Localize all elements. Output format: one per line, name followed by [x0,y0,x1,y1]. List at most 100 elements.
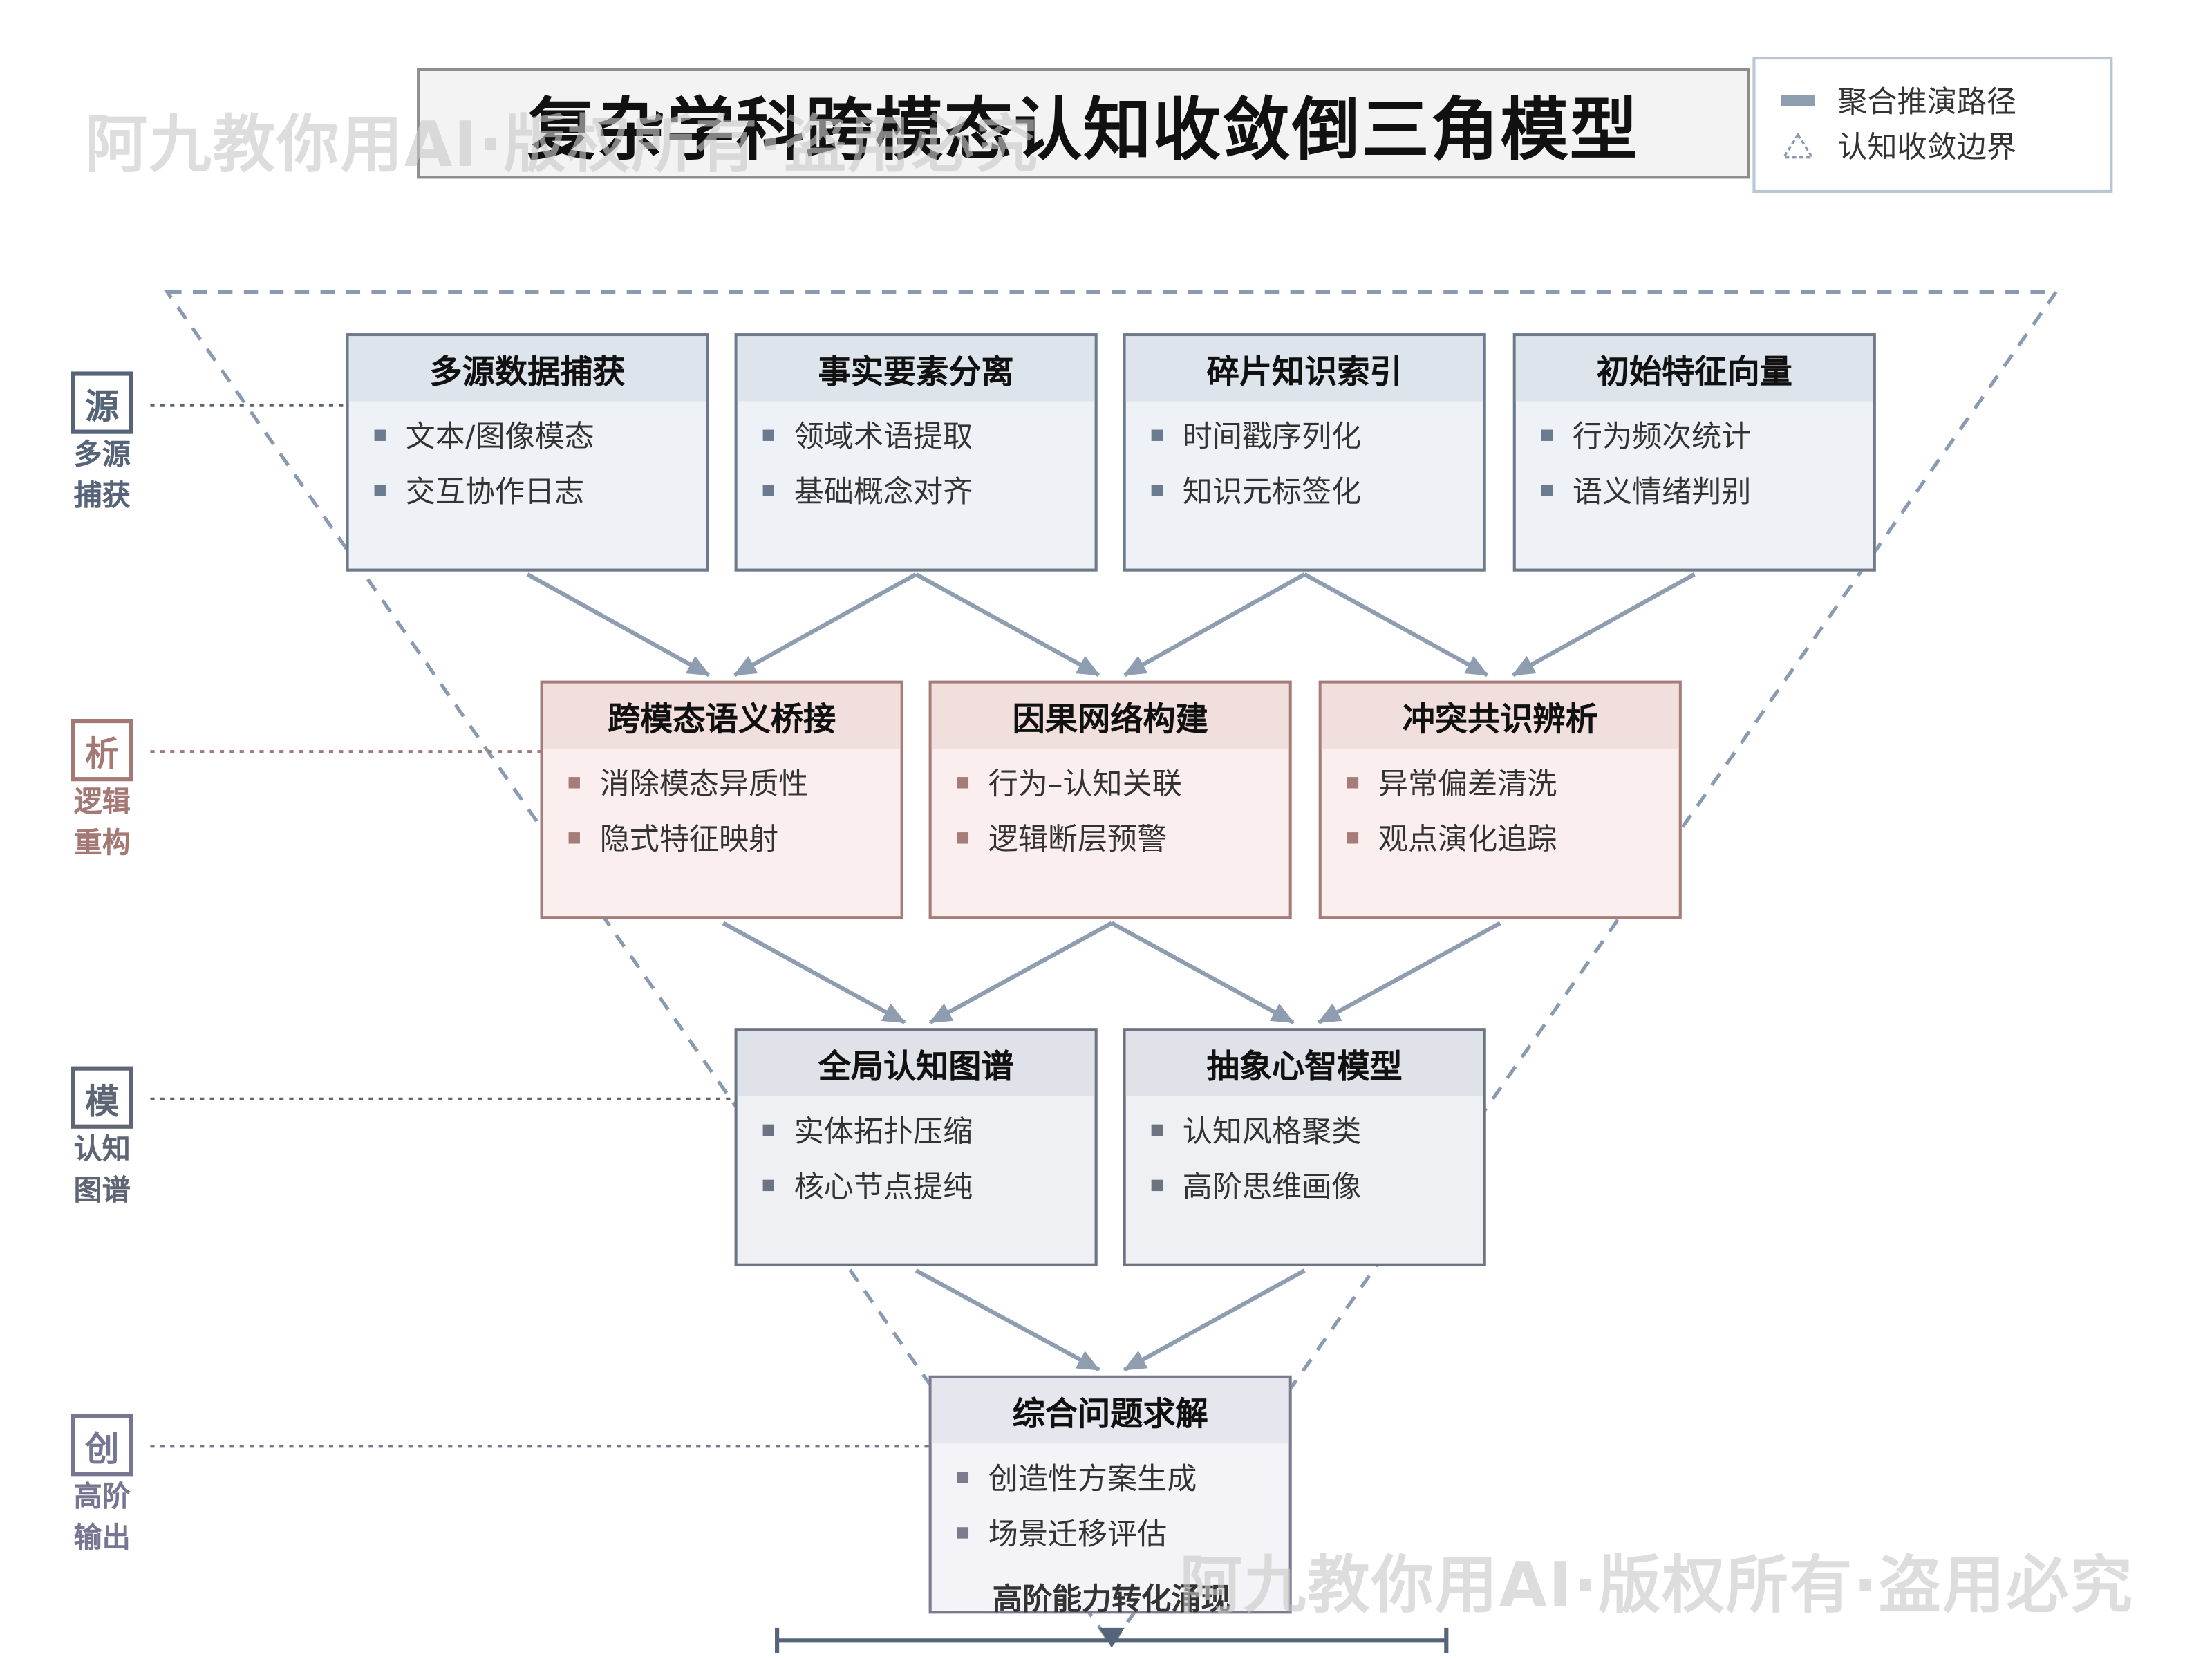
node-item-text: 领域术语提取 [794,419,973,453]
bullet-icon [762,484,774,496]
node-item-text: 基础概念对齐 [794,474,973,509]
arrow-path [1303,572,1489,677]
node-item: 逻辑断层预警 [957,809,1289,865]
node-item-text: 认知风格聚类 [1182,1114,1362,1148]
stage-caption: 认知图谱 [73,1131,131,1207]
node-item: 异常偏差清洗 [1347,754,1679,809]
page-title: 复杂学科跨模态认知收敛倒三角模型 [527,91,1640,171]
arrow-path [526,572,711,677]
node-box: 因果网络构建 行为–认知关联 逻辑断层预警 [928,680,1292,919]
bullet-icon [1151,484,1163,496]
bullet-icon [568,776,580,788]
bullet-icon [1151,429,1163,440]
stage-caption: 逻辑重构 [73,784,131,860]
node-title: 综合问题求解 [931,1378,1289,1444]
node-box: 事实要素分离 领域术语提取 基础概念对齐 [734,333,1098,572]
node-item-text: 高阶思维画像 [1182,1169,1362,1203]
node-title: 全局认知图谱 [737,1031,1095,1096]
node-box: 综合问题求解 创造性方案生成 场景迁移评估 [928,1375,1292,1614]
arrow-path [915,1268,1100,1372]
arrow-path [1123,1268,1306,1372]
stage-label-source: 源 多源捕获 [68,371,135,516]
node-title: 因果网络构建 [931,683,1289,749]
node-box: 抽象心智模型 认知风格聚类 高阶思维画像 [1123,1028,1486,1266]
bullet-icon [1151,1179,1163,1191]
node-box: 初始特征向量 行为频次统计 语义情绪判别 [1512,333,1876,572]
bullet-icon [762,1179,774,1191]
stage-caption: 多源捕获 [73,436,131,512]
node-item: 时间戳序列化 [1151,407,1483,462]
arrow-path [1123,572,1306,677]
solid-bar-icon [1781,82,1815,119]
stage-label-create: 创 高阶输出 [68,1414,135,1558]
stage-label-analysis: 析 逻辑重构 [68,718,135,863]
node-item-text: 交互协作日志 [405,474,585,509]
bullet-icon [957,1471,969,1483]
node-item-text: 消除模态异质性 [599,766,809,800]
bullet-icon [957,1526,969,1538]
bullet-icon [1347,776,1359,788]
node-item-text: 时间戳序列化 [1182,419,1362,453]
dashed-triangle-icon [1781,128,1815,165]
bullet-icon [374,484,386,496]
node-item: 高阶思维画像 [1151,1157,1483,1212]
legend-label: 认知收敛边界 [1837,130,2016,165]
bullet-icon [1541,484,1553,496]
node-item-text: 语义情绪判别 [1572,474,1752,509]
stage-badge: 创 [71,1414,133,1477]
node-item-text: 实体拓扑压缩 [794,1114,973,1148]
node-item-text: 核心节点提纯 [794,1169,973,1203]
legend-item-path: 聚合推演路径 [1781,79,2016,122]
node-box: 碎片知识索引 时间戳序列化 知识元标签化 [1123,333,1486,572]
node-item: 核心节点提纯 [762,1157,1095,1212]
node-item: 领域术语提取 [762,407,1095,462]
node-item-text: 观点演化追踪 [1378,821,1557,856]
arrow-path [1110,921,1295,1024]
arrow-path [722,921,906,1024]
arrow-path [1511,572,1696,677]
legend-label: 聚合推演路径 [1837,85,2016,120]
bullet-icon [568,832,580,843]
output-arrow-tip [1098,1627,1125,1648]
aggregation-arrows [526,572,1696,1372]
bullet-icon [1347,832,1359,843]
bullet-icon [957,832,969,843]
bullet-icon [374,429,386,440]
bullet-icon [1541,429,1553,440]
node-item-text: 逻辑断层预警 [988,821,1168,856]
legend-item-boundary: 认知收敛边界 [1781,125,2016,168]
node-item-text: 知识元标签化 [1182,474,1362,509]
stage-label-model: 模 认知图谱 [68,1066,135,1211]
stage-caption: 高阶输出 [73,1479,131,1555]
node-title: 抽象心智模型 [1125,1031,1483,1096]
convergence-boundary [164,290,2060,1648]
node-box: 多源数据捕获 文本/图像模态 交互协作日志 [346,333,709,572]
node-box: 全局认知图谱 实体拓扑压缩 核心节点提纯 [734,1028,1098,1266]
bullet-icon [762,429,774,440]
node-item-text: 文本/图像模态 [405,419,594,453]
node-item: 行为频次统计 [1541,407,1873,462]
arrow-path [733,572,917,677]
node-item: 消除模态异质性 [568,754,901,809]
node-box: 跨模态语义桥接 消除模态异质性 隐式特征映射 [540,680,903,919]
node-title: 跨模态语义桥接 [543,683,901,749]
node-item-text: 行为–认知关联 [988,766,1182,800]
title-box: 复杂学科跨模态认知收敛倒三角模型 [417,68,1750,179]
arrow-path [928,921,1113,1024]
node-item-text: 隐式特征映射 [599,821,779,856]
node-title: 初始特征向量 [1515,336,1873,402]
arrow-path [1317,921,1501,1024]
node-item: 基础概念对齐 [762,462,1095,518]
node-item: 实体拓扑压缩 [762,1102,1095,1157]
bullet-icon [762,1123,774,1136]
bullet-icon [957,776,969,788]
node-item: 创造性方案生成 [957,1449,1289,1504]
node-item-text: 创造性方案生成 [988,1461,1197,1496]
node-box: 冲突共识辨析 异常偏差清洗 观点演化追踪 [1318,680,1682,919]
legend: 聚合推演路径 认知收敛边界 [1752,57,2113,193]
stage-badge: 源 [71,371,133,434]
node-item: 知识元标签化 [1151,462,1483,518]
node-item: 文本/图像模态 [374,407,706,462]
node-title: 碎片知识索引 [1125,336,1483,402]
